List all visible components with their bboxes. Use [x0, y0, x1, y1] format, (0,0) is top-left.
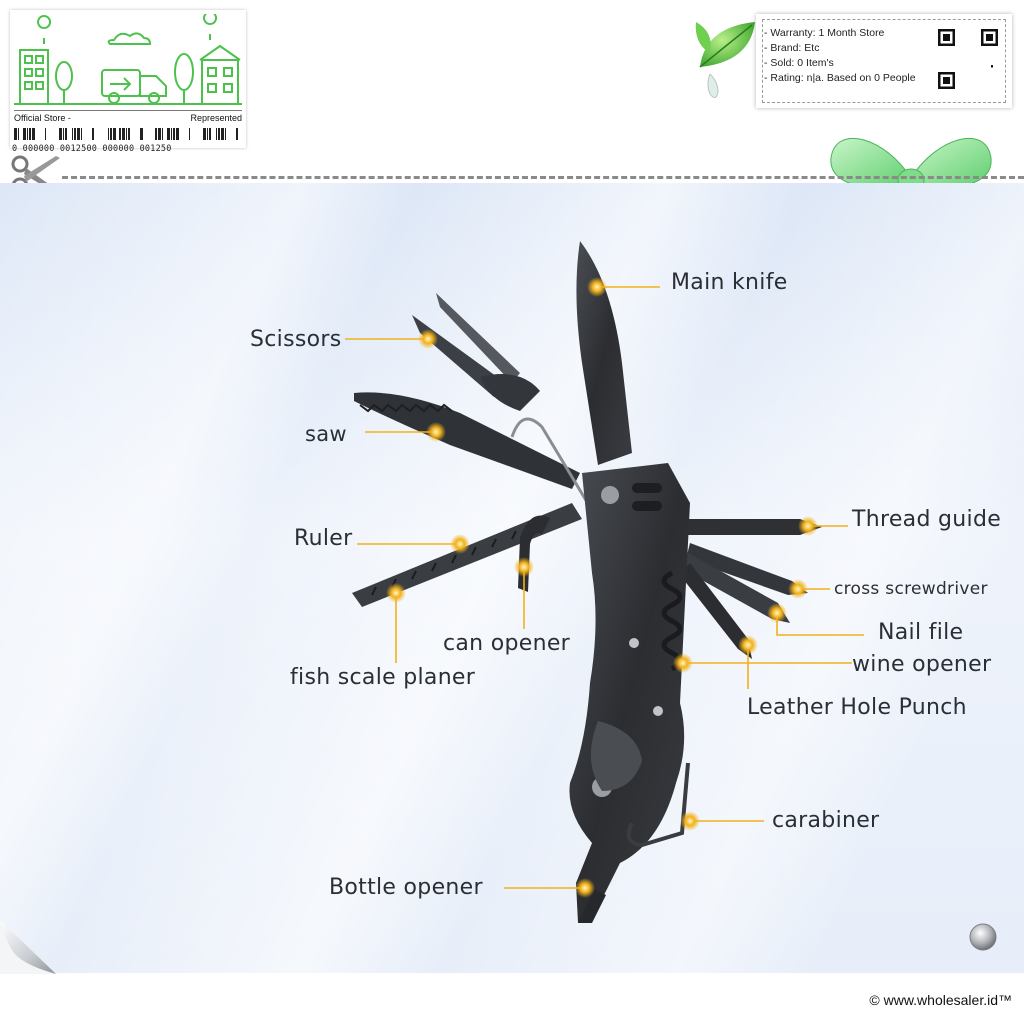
label-saw: saw	[305, 422, 347, 446]
label-leather-hole-punch: Leather Hole Punch	[747, 695, 967, 720]
label-cross-screwdriver: cross screwdriver	[834, 579, 988, 599]
barcode-number: 0 000000 0012500 000000 001250	[12, 144, 172, 154]
sold-line: - Sold: 0 Item's	[764, 57, 834, 69]
main-knife-blade	[576, 241, 632, 465]
corkscrew	[661, 570, 683, 672]
multitool-illustration	[345, 241, 864, 923]
cross-screwdriver	[686, 543, 808, 595]
carabiner-loop	[626, 762, 690, 848]
store-label-row: Official Store - Represented	[14, 110, 242, 123]
label-nail-file: Nail file	[878, 620, 964, 645]
nail-file	[682, 553, 790, 623]
callout-dot-ruler	[450, 534, 470, 554]
leaf-icon	[695, 22, 755, 98]
callout-dots	[386, 277, 818, 898]
callout-dot-saw	[426, 422, 446, 442]
label-scissors: Scissors	[250, 327, 342, 352]
store-illustration-icon	[14, 14, 242, 105]
callout-dot-bottle-opener	[575, 878, 595, 898]
callout-dot-main-knife	[587, 277, 607, 297]
callout-dot-can-opener	[514, 557, 534, 577]
product-info-lines: - Warranty: 1 Month Store - Brand: Etc -…	[764, 26, 916, 86]
thread-guide	[680, 519, 822, 535]
callout-dot-cross-screwdriver	[788, 579, 808, 599]
label-fish-scale-planer: fish scale planer	[290, 665, 476, 690]
qr-code-icon	[938, 29, 998, 89]
callout-dot-nail-file	[767, 603, 787, 623]
label-bottle-opener: Bottle opener	[329, 875, 483, 900]
store-represented-label: Represented	[190, 113, 242, 123]
callout-dot-scissors	[418, 329, 438, 349]
callout-dot-leather-punch	[738, 635, 758, 655]
callout-dot-carabiner	[680, 811, 700, 831]
product-diagram-panel: Main knife Scissors saw Ruler Thread gui…	[0, 183, 1024, 973]
saw-blade	[354, 392, 580, 489]
knob-icon	[969, 923, 997, 951]
callout-dot-fish-scale	[386, 583, 406, 603]
warranty-line: - Warranty: 1 Month Store	[764, 27, 885, 39]
cut-line-divider	[62, 176, 1024, 179]
copyright-footer: © www.wholesaler.id™	[869, 992, 1012, 1008]
tool-handle	[569, 463, 690, 923]
callout-dot-wine-opener	[673, 653, 693, 673]
label-wine-opener: wine opener	[852, 652, 992, 677]
store-card: Official Store - Represented 0 000000 00…	[10, 10, 246, 154]
rating-line: - Rating: n|a. Based on 0 People	[764, 72, 916, 84]
store-official-label: Official Store -	[14, 113, 71, 123]
brand-line: - Brand: Etc	[764, 42, 820, 54]
label-main-knife: Main knife	[671, 270, 788, 295]
bottle-opener	[578, 889, 606, 923]
barcode-icon	[14, 128, 238, 140]
callout-dot-thread-guide	[798, 516, 818, 536]
label-thread-guide: Thread guide	[852, 507, 1002, 532]
product-info-box: - Warranty: 1 Month Store - Brand: Etc -…	[756, 14, 1012, 108]
page-curl-icon	[0, 920, 56, 974]
label-ruler: Ruler	[294, 526, 353, 551]
leather-hole-punch	[680, 563, 752, 659]
label-carabiner: carabiner	[772, 808, 880, 833]
label-can-opener: can opener	[443, 631, 570, 656]
